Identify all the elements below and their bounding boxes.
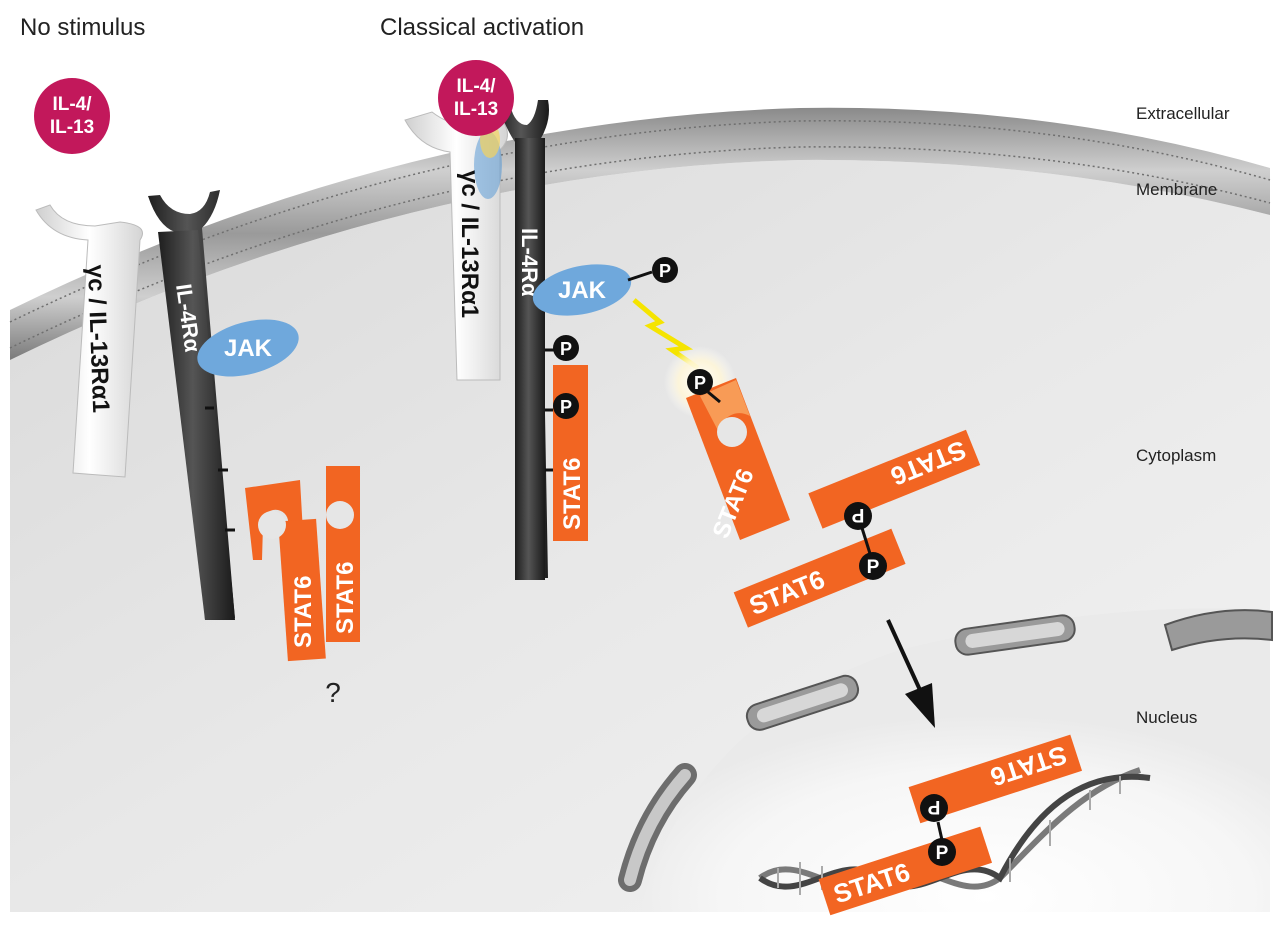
stat6-right-bound: STAT6 (553, 365, 588, 541)
gamma-chain-right-label: γc / IL-13Rα1 (456, 170, 483, 318)
ligand-right-line2: IL-13 (454, 99, 498, 120)
label-nucleus: Nucleus (1136, 708, 1198, 727)
stat6-left-1-label: STAT6 (290, 576, 317, 648)
ligand-right: IL-4/ IL-13 (438, 60, 514, 136)
jak-right-label: JAK (558, 277, 607, 304)
stat6-dimer-nuc-bottom-phospho: P (936, 843, 949, 864)
panel-title-classical-activation: Classical activation (380, 14, 585, 41)
stat6-dimer-nucleus: STAT6 STAT6 P P (818, 734, 1083, 916)
stat6-dimer-nuc-top-phospho: P (927, 796, 940, 817)
ligand-left: IL-4/ IL-13 (34, 78, 110, 154)
stat6-right-bound-label: STAT6 (559, 458, 586, 530)
stat6-dimer-nuc-top: STAT6 (908, 734, 1083, 824)
receptor-gamma-left: γc / IL-13Rα1 (35, 204, 143, 478)
gamma-chain-left-label: γc / IL-13Rα1 (82, 264, 114, 413)
receptor-il4ra-left: IL-4Rα (148, 190, 235, 620)
cell-membrane (9, 107, 1271, 360)
stat6-left-1: STAT6 (245, 480, 326, 662)
receptor-il4ra-right: IL-4Rα (498, 100, 556, 580)
ligand-right-line1: IL-4/ (456, 76, 496, 97)
nuclear-envelope (618, 609, 1273, 892)
il4ra-right-label: IL-4Rα (517, 228, 542, 297)
label-extracellular: Extracellular (1136, 104, 1230, 123)
jak-left: JAK (197, 319, 299, 377)
jak-phospho-label: P (659, 261, 671, 281)
stat6-dimer-cyto-bottom-phospho: P (867, 557, 880, 578)
label-cytoplasm: Cytoplasm (1136, 446, 1217, 465)
panel-title-no-stimulus: No stimulus (20, 14, 146, 41)
label-membrane: Membrane (1136, 180, 1218, 199)
stat6-right-free: STAT6 P (664, 346, 790, 542)
stat6-left-2: STAT6 (326, 466, 360, 642)
receptor-phospho-1: P (545, 335, 579, 361)
stat6-left-2-label: STAT6 (332, 562, 359, 634)
receptor-phospho-2-label: P (560, 397, 572, 417)
translocation-arrow (886, 619, 935, 728)
phosphorylation-spark (632, 298, 700, 371)
nucleus-region (640, 608, 1270, 912)
unknown-mark: ? (325, 677, 341, 708)
stat6-free-phospho-label: P (694, 373, 706, 393)
jak-left-label: JAK (224, 335, 273, 362)
ligand-left-line1: IL-4/ (52, 94, 92, 115)
jak-right: JAK P (532, 257, 678, 316)
stat6-dimer-cyto-top-phospho: P (851, 504, 864, 525)
ligand-left-line2: IL-13 (50, 117, 94, 138)
receptor-phospho-1-label: P (560, 339, 572, 359)
receptor-phospho-2: P (553, 393, 579, 419)
